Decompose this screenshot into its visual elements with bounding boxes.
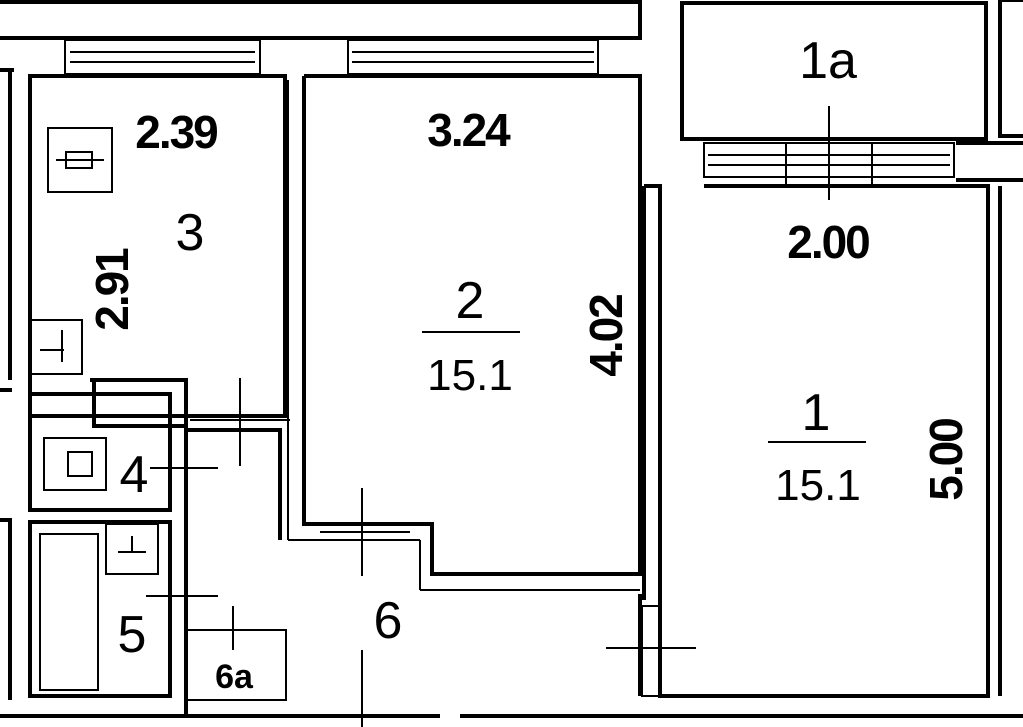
room-1a-number: 1а <box>799 32 857 90</box>
room-4-walls <box>28 319 188 512</box>
room-3-number: 3 <box>176 204 205 262</box>
window-room-2 <box>347 39 599 75</box>
room-1-walls <box>642 184 1002 698</box>
room-5-walls <box>28 520 172 698</box>
room-3-width: 2.39 <box>135 106 217 158</box>
room-6a-number: 6а <box>215 658 254 696</box>
room-2-area: 15.1 <box>427 351 513 400</box>
room-2-width: 3.24 <box>427 104 511 156</box>
room-1a-walls <box>680 0 1023 200</box>
room-1-number: 1 <box>802 384 831 442</box>
room-3-depth: 2.91 <box>86 248 138 331</box>
room-2-walls <box>287 74 642 591</box>
room-4-number: 4 <box>120 446 149 504</box>
room-2-depth: 4.02 <box>580 295 632 377</box>
room-1-area: 15.1 <box>775 461 861 510</box>
room-2-number: 2 <box>456 272 485 330</box>
window-room-3 <box>64 39 261 75</box>
room-1-width: 2.00 <box>787 216 869 268</box>
room-6-walls <box>184 416 661 716</box>
room-1-depth: 5.00 <box>920 419 972 501</box>
axis-marks <box>146 378 696 727</box>
room-5-number: 5 <box>118 606 147 664</box>
room-3-walls <box>28 74 287 418</box>
room-6-number: 6 <box>374 592 403 650</box>
